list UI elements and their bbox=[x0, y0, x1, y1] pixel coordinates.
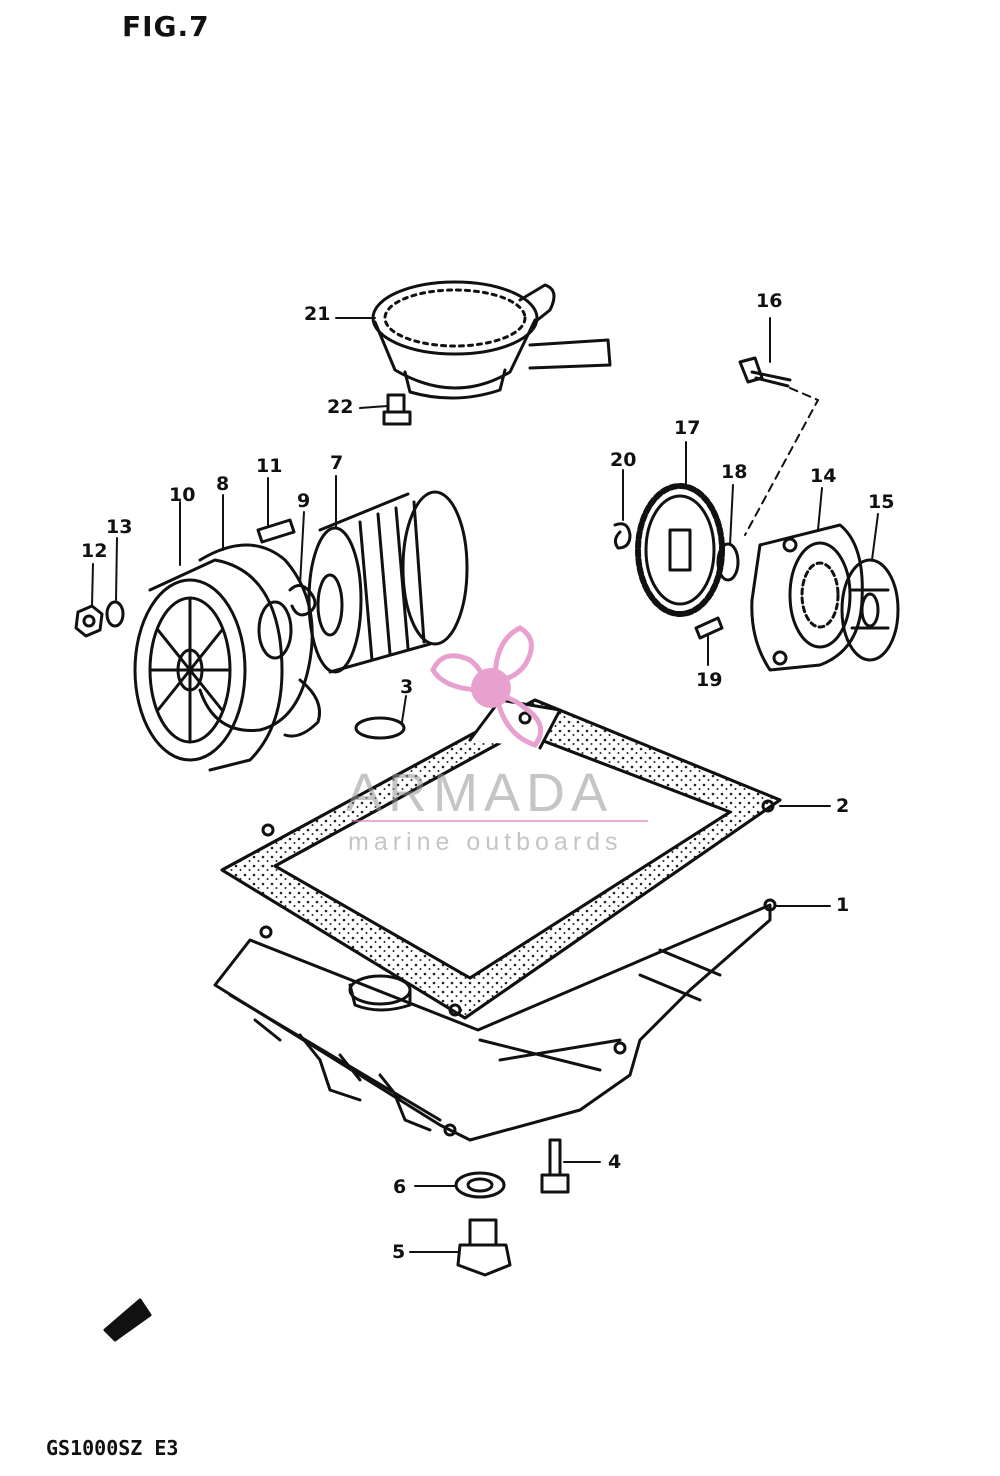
callout-1: 1 bbox=[836, 894, 850, 916]
drain-plug bbox=[456, 1218, 512, 1277]
bolt-guide-line bbox=[744, 387, 819, 536]
circlip bbox=[613, 522, 632, 550]
seal-ring bbox=[257, 600, 293, 660]
callout-17: 17 bbox=[674, 417, 701, 439]
watermark-logo-icon bbox=[430, 625, 544, 748]
oil-pan bbox=[213, 898, 777, 1142]
callout-12: 12 bbox=[81, 540, 108, 562]
pan-bolt bbox=[540, 1138, 570, 1194]
watermark-tagline: marine outboards bbox=[348, 828, 623, 856]
callout-19: 19 bbox=[696, 669, 723, 691]
callout-21: 21 bbox=[304, 303, 331, 325]
model-code: GS1000SZ E3 bbox=[46, 1436, 179, 1460]
oil-strainer bbox=[371, 280, 612, 400]
strainer-bolt bbox=[382, 393, 412, 426]
leader-lines bbox=[91, 317, 879, 1253]
callout-4: 4 bbox=[608, 1151, 622, 1173]
pump-cover bbox=[840, 558, 900, 662]
callout-9: 9 bbox=[297, 490, 311, 512]
small-gasket bbox=[354, 716, 406, 740]
callout-10: 10 bbox=[169, 484, 196, 506]
callout-20: 20 bbox=[610, 449, 637, 471]
pump-gear bbox=[635, 483, 725, 617]
figure-title: FIG.7 bbox=[122, 10, 210, 43]
callout-8: 8 bbox=[216, 473, 230, 495]
front-arrow-icon bbox=[103, 1298, 152, 1342]
gear-washer bbox=[716, 542, 740, 582]
nut-washer bbox=[105, 600, 125, 628]
watermark-brand: ARMADA bbox=[346, 763, 614, 823]
filter-pin bbox=[256, 518, 296, 544]
gear-pin bbox=[694, 616, 724, 640]
callout-5: 5 bbox=[392, 1241, 406, 1263]
callout-18: 18 bbox=[721, 461, 748, 483]
callout-6: 6 bbox=[393, 1176, 407, 1198]
oil-pan-gasket bbox=[220, 698, 782, 1020]
cap-nut bbox=[74, 604, 104, 638]
callout-13: 13 bbox=[106, 516, 133, 538]
watermark-divider bbox=[352, 820, 648, 822]
filter-cap bbox=[133, 558, 284, 772]
pump-bolt bbox=[738, 356, 792, 388]
callout-3: 3 bbox=[400, 676, 414, 698]
oil-pump bbox=[750, 523, 864, 672]
callout-15: 15 bbox=[868, 491, 895, 513]
callout-2: 2 bbox=[836, 795, 850, 817]
callout-14: 14 bbox=[810, 465, 837, 487]
o-ring bbox=[198, 543, 321, 738]
callout-7: 7 bbox=[330, 452, 344, 474]
drain-gasket bbox=[454, 1171, 506, 1199]
callout-16: 16 bbox=[756, 290, 783, 312]
oil-filter bbox=[307, 490, 469, 674]
callout-11: 11 bbox=[256, 455, 283, 477]
callout-22: 22 bbox=[327, 396, 354, 418]
